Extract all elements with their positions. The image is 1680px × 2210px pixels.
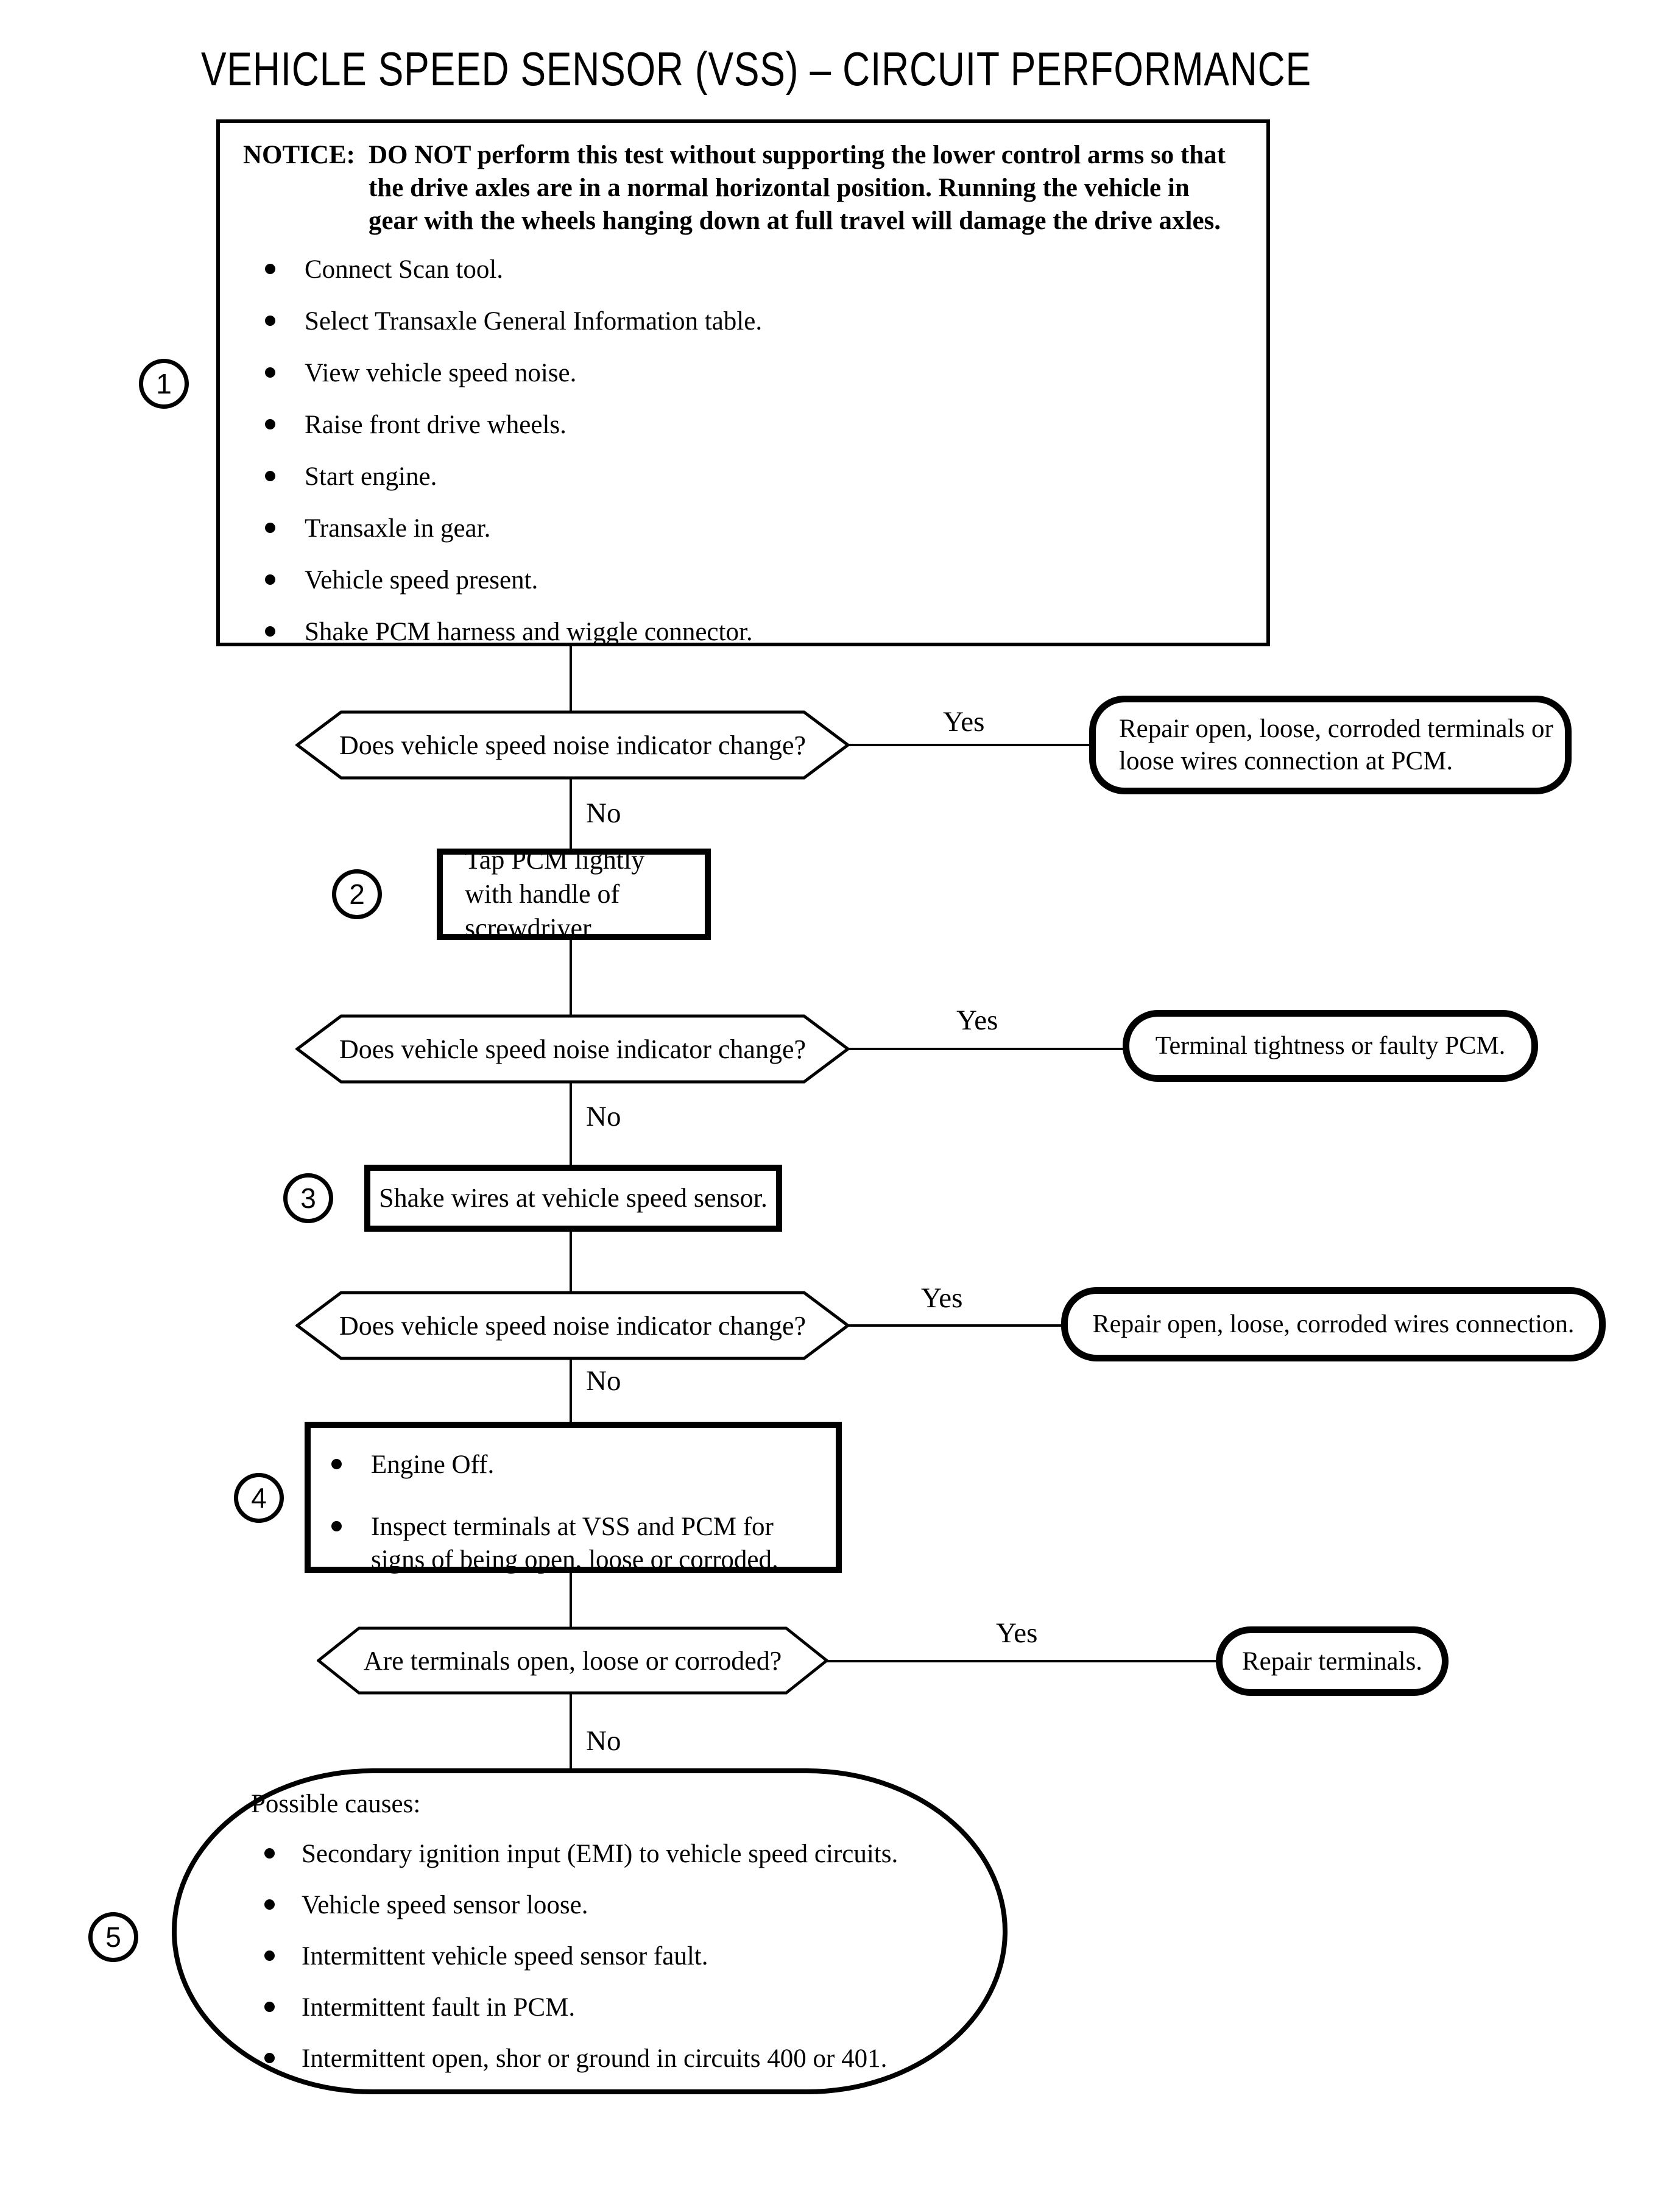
list-item: Vehicle speed sensor loose. — [264, 1889, 948, 1922]
decision-2-result-text: Terminal tightness or faulty PCM. — [1155, 1031, 1506, 1060]
bullet-icon — [265, 367, 275, 378]
step-4-bullet-list: Engine Off. Inspect terminals at VSS and… — [331, 1449, 817, 1576]
decision-3-result-box: Repair open, loose, corroded wires conne… — [1061, 1287, 1606, 1361]
list-item: Connect Scan tool. — [265, 253, 1243, 286]
step-2-action-box: Tap PCM lightly with handle of screwdriv… — [437, 845, 711, 943]
list-item: Secondary ignition input (EMI) to vehicl… — [264, 1838, 948, 1871]
step-3-text: Shake wires at vehicle speed sensor. — [379, 1183, 768, 1213]
list-item: Raise front drive wheels. — [265, 409, 1243, 442]
decision-1-question: Does vehicle speed noise indicator chang… — [339, 730, 806, 760]
possible-causes-box: Possible causes: Secondary ignition inpu… — [172, 1768, 1008, 2094]
yes-label: Yes — [956, 1004, 998, 1036]
connector-line — [849, 1048, 1124, 1050]
step-3-number: 3 — [300, 1182, 316, 1214]
connector-line — [570, 645, 572, 711]
notice-label: NOTICE: — [243, 141, 355, 169]
yes-label: Yes — [996, 1617, 1038, 1649]
decision-2-question: Does vehicle speed noise indicator chang… — [339, 1034, 806, 1064]
list-item: Select Transaxle General Information tab… — [265, 305, 1243, 338]
bullet-icon — [264, 1951, 275, 1961]
list-item: Start engine. — [265, 461, 1243, 493]
decision-2: Does vehicle speed noise indicator chang… — [295, 1014, 850, 1084]
bullet-icon — [264, 2002, 275, 2012]
hexagon-shape — [295, 710, 850, 780]
notice-text: DO NOT perform this test without support… — [368, 141, 1226, 235]
hexagon-shape — [317, 1626, 828, 1695]
possible-causes-heading: Possible causes: — [251, 1790, 421, 1818]
decision-4-result-box: Repair terminals. — [1216, 1626, 1449, 1696]
connector-line — [570, 1230, 572, 1292]
hexagon-shape — [295, 1291, 850, 1360]
yes-label: Yes — [943, 706, 985, 738]
step-3-action-box: Shake wires at vehicle speed sensor. — [364, 1165, 782, 1232]
connector-line — [570, 1082, 572, 1166]
bullet-icon — [265, 471, 275, 481]
decision-2-result-box: Terminal tightness or faulty PCM. — [1123, 1010, 1538, 1082]
decision-4-result-text: Repair terminals. — [1241, 1647, 1423, 1676]
notice: NOTICE: DO NOT perform this test without… — [243, 139, 1243, 238]
no-label: No — [586, 1365, 621, 1397]
connector-line — [570, 939, 572, 1015]
step-2-marker: 2 — [332, 869, 382, 919]
step-4-marker: 4 — [234, 1473, 284, 1523]
bullet-icon — [265, 419, 275, 429]
connector-line — [827, 1660, 1217, 1662]
step-1-bullet-list: Connect Scan tool. Select Transaxle Gene… — [243, 253, 1243, 649]
no-label: No — [586, 797, 621, 829]
decision-3-result-text: Repair open, loose, corroded wires conne… — [1092, 1310, 1575, 1338]
step-2-number: 2 — [349, 878, 365, 910]
bullet-icon — [265, 264, 275, 274]
list-item: Intermittent fault in PCM. — [264, 1991, 948, 2024]
possible-causes-list: Secondary ignition input (EMI) to vehicl… — [251, 1838, 948, 2075]
bullet-icon — [265, 523, 275, 533]
connector-line — [849, 1324, 1063, 1327]
hexagon-shape — [295, 1014, 850, 1084]
bullet-icon — [331, 1521, 342, 1531]
list-item: Inspect terminals at VSS and PCM for sig… — [331, 1511, 817, 1576]
step-5-number: 5 — [105, 1921, 121, 1953]
yes-label: Yes — [921, 1282, 963, 1314]
page-title-text: VEHICLE SPEED SENSOR (VSS) – CIRCUIT PER… — [201, 42, 1311, 96]
step-1-number: 1 — [156, 368, 172, 400]
step-3-marker: 3 — [283, 1173, 333, 1223]
bullet-icon — [265, 316, 275, 326]
step-1-procedure-box: NOTICE: DO NOT perform this test without… — [216, 119, 1270, 646]
bullet-icon — [264, 1899, 275, 1910]
list-item: Engine Off. — [331, 1449, 817, 1481]
list-item: View vehicle speed noise. — [265, 357, 1243, 390]
decision-1-result-box: Repair open, loose, corroded terminals o… — [1089, 696, 1572, 794]
decision-4: Are terminals open, loose or corroded? — [317, 1626, 828, 1695]
bullet-icon — [264, 1848, 275, 1859]
list-item: Transaxle in gear. — [265, 512, 1243, 545]
step-5-marker: 5 — [88, 1912, 138, 1962]
no-label: No — [586, 1101, 621, 1132]
step-4-procedure-box: Engine Off. Inspect terminals at VSS and… — [305, 1422, 842, 1576]
step-1-marker: 1 — [139, 359, 189, 409]
list-item: Shake PCM harness and wiggle connector. — [265, 616, 1243, 649]
decision-1-result-text: Repair open, loose, corroded terminals o… — [1119, 715, 1553, 775]
decision-1: Does vehicle speed noise indicator chang… — [295, 710, 850, 780]
connector-line — [570, 778, 572, 850]
decision-3-question: Does vehicle speed noise indicator chang… — [339, 1310, 806, 1341]
bullet-icon — [265, 626, 275, 637]
bullet-icon — [331, 1459, 342, 1469]
list-item: Vehicle speed present. — [265, 564, 1243, 597]
list-item: Intermittent open, shor or ground in cir… — [264, 2042, 948, 2075]
page-title: VEHICLE SPEED SENSOR (VSS) – CIRCUIT PER… — [201, 45, 1589, 93]
bullet-icon — [264, 2053, 275, 2063]
step-2-text: Tap PCM lightly with handle of screwdriv… — [465, 845, 645, 943]
step-4-number: 4 — [251, 1482, 267, 1514]
connector-line — [849, 744, 1090, 746]
connector-line — [570, 1572, 572, 1629]
list-item: Intermittent vehicle speed sensor fault. — [264, 1940, 948, 1973]
decision-3: Does vehicle speed noise indicator chang… — [295, 1291, 850, 1360]
connector-line — [570, 1693, 572, 1770]
decision-4-question: Are terminals open, loose or corroded? — [363, 1645, 782, 1676]
connector-line — [570, 1358, 572, 1423]
bullet-icon — [265, 574, 275, 585]
no-label: No — [586, 1725, 621, 1757]
